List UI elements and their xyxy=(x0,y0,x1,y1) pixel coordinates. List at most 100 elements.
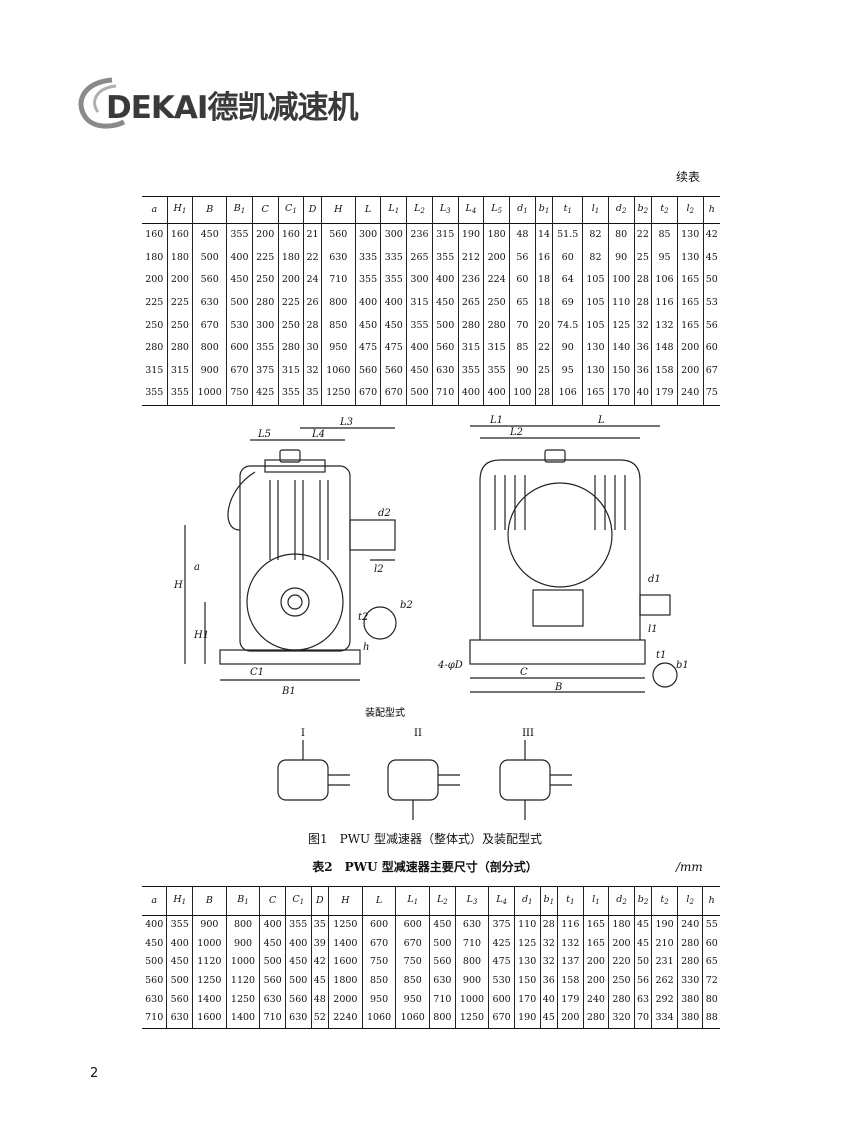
table-cell: 250 xyxy=(277,314,304,337)
table-cell: 710 xyxy=(429,990,456,1009)
table-cell: 630 xyxy=(166,1008,193,1029)
table-cell: 56 xyxy=(633,971,652,991)
table-cell: 158 xyxy=(557,971,584,991)
table-cell: 315 xyxy=(277,359,304,383)
table-cell: 560 xyxy=(145,975,164,987)
table-cell: 21 xyxy=(303,223,322,247)
table-cell: 82 xyxy=(582,223,609,247)
table-cell: 280 xyxy=(676,953,703,972)
table-cell: 355 xyxy=(226,223,253,247)
dim-label-h: h xyxy=(363,642,369,653)
table-cell: 148 xyxy=(651,336,678,360)
table-cell: 45 xyxy=(633,915,652,935)
table-cell: 315 xyxy=(406,291,433,315)
table-cell: 250 xyxy=(251,269,279,292)
column-header: L2 xyxy=(406,196,433,224)
table-cell: 710 xyxy=(320,269,356,292)
table-cell: 800 xyxy=(454,953,489,972)
table-cell: 39 xyxy=(310,934,329,954)
table-cell: 850 xyxy=(361,971,396,991)
table-cell: 1250 xyxy=(320,382,356,406)
table-cell: 280 xyxy=(608,990,635,1009)
table-cell: 72 xyxy=(702,971,720,991)
table-cell: 130 xyxy=(582,359,609,383)
table-cell: 16 xyxy=(534,246,553,270)
table-cell: 165 xyxy=(582,934,609,954)
table-cell: 1000 xyxy=(192,934,227,954)
table-cell: 150 xyxy=(607,359,635,383)
dim-label-L1: L1 xyxy=(489,415,503,426)
table-cell: 200 xyxy=(676,336,704,360)
column-header: H xyxy=(328,886,363,916)
dim-label-L5: L5 xyxy=(257,429,271,440)
table-cell: 165 xyxy=(582,382,609,406)
table-cell: 280 xyxy=(251,291,279,315)
table-cell: 105 xyxy=(582,291,609,315)
table-cell: 800 xyxy=(429,1008,456,1029)
table-cell: 165 xyxy=(582,915,609,935)
table-cell: 300 xyxy=(251,314,279,337)
table-cell: 60 xyxy=(702,934,720,954)
column-header: b2 xyxy=(633,196,652,224)
table-cell: 116 xyxy=(557,915,584,935)
table-cell: 375 xyxy=(251,359,279,383)
dim-label-l2: l2 xyxy=(374,564,384,575)
column-header: t1 xyxy=(552,196,583,224)
table-cell: 400 xyxy=(431,269,459,292)
table-cell: 105 xyxy=(582,314,609,337)
table-cell: 400 xyxy=(166,934,193,954)
table-cell: 900 xyxy=(225,934,260,954)
table-cell: 1120 xyxy=(192,953,227,972)
table-cell: 500 xyxy=(406,382,433,406)
dim-label-C1: C1 xyxy=(250,667,264,678)
table-cell: 630 xyxy=(431,359,459,383)
table-cell: 560 xyxy=(192,269,227,292)
table-cell: 1250 xyxy=(225,990,260,1009)
column-header: C1 xyxy=(284,886,312,916)
table-cell: 400 xyxy=(483,382,510,406)
table-cell: 630 xyxy=(320,246,356,270)
table-cell: 22 xyxy=(303,246,322,270)
table-cell: 40 xyxy=(633,382,652,406)
table-cell: 65 xyxy=(509,291,536,315)
table-cell: 630 xyxy=(284,1008,312,1029)
table-cell: 900 xyxy=(454,971,489,991)
table-cell: 50 xyxy=(702,269,720,292)
dim-label-L2: L2 xyxy=(509,427,523,438)
table-cell: 1000 xyxy=(454,990,489,1009)
table-cell: 630 xyxy=(259,990,286,1009)
table-cell: 450 xyxy=(354,314,381,337)
table-cell: 600 xyxy=(488,990,515,1009)
table-cell: 90 xyxy=(607,246,635,270)
table-cell: 26 xyxy=(303,291,322,315)
dim-label-L3: L3 xyxy=(339,417,353,428)
dim-label-t1: t1 xyxy=(656,650,666,661)
table-cell: 315 xyxy=(457,336,484,360)
left-base xyxy=(219,649,361,665)
table-cell: 132 xyxy=(557,934,584,954)
table-cell: 63 xyxy=(633,990,652,1009)
dim-label-D: 4-φD xyxy=(437,660,463,671)
table-cell: 1600 xyxy=(328,953,363,972)
dim-label-d1: d1 xyxy=(648,574,661,585)
column-header: d1 xyxy=(509,196,536,224)
table-cell: 300 xyxy=(354,223,381,247)
table-cell: 55 xyxy=(702,915,720,935)
table-cell: 355 xyxy=(145,387,164,399)
table-cell: 500 xyxy=(431,314,459,337)
figure-caption: 图1 PWU 型减速器（整体式）及装配型式 xyxy=(308,832,542,846)
left-worm-wheel-circle xyxy=(246,553,344,651)
table-cell: 450 xyxy=(259,934,286,954)
table-cell: 560 xyxy=(284,990,312,1009)
table-cell: 300 xyxy=(406,269,433,292)
column-header: d1 xyxy=(513,886,541,916)
table-cell: 28 xyxy=(534,382,553,406)
table-cell: 36 xyxy=(633,336,652,360)
dim-label-B1: B1 xyxy=(281,686,296,697)
table-cell: 190 xyxy=(457,223,484,247)
